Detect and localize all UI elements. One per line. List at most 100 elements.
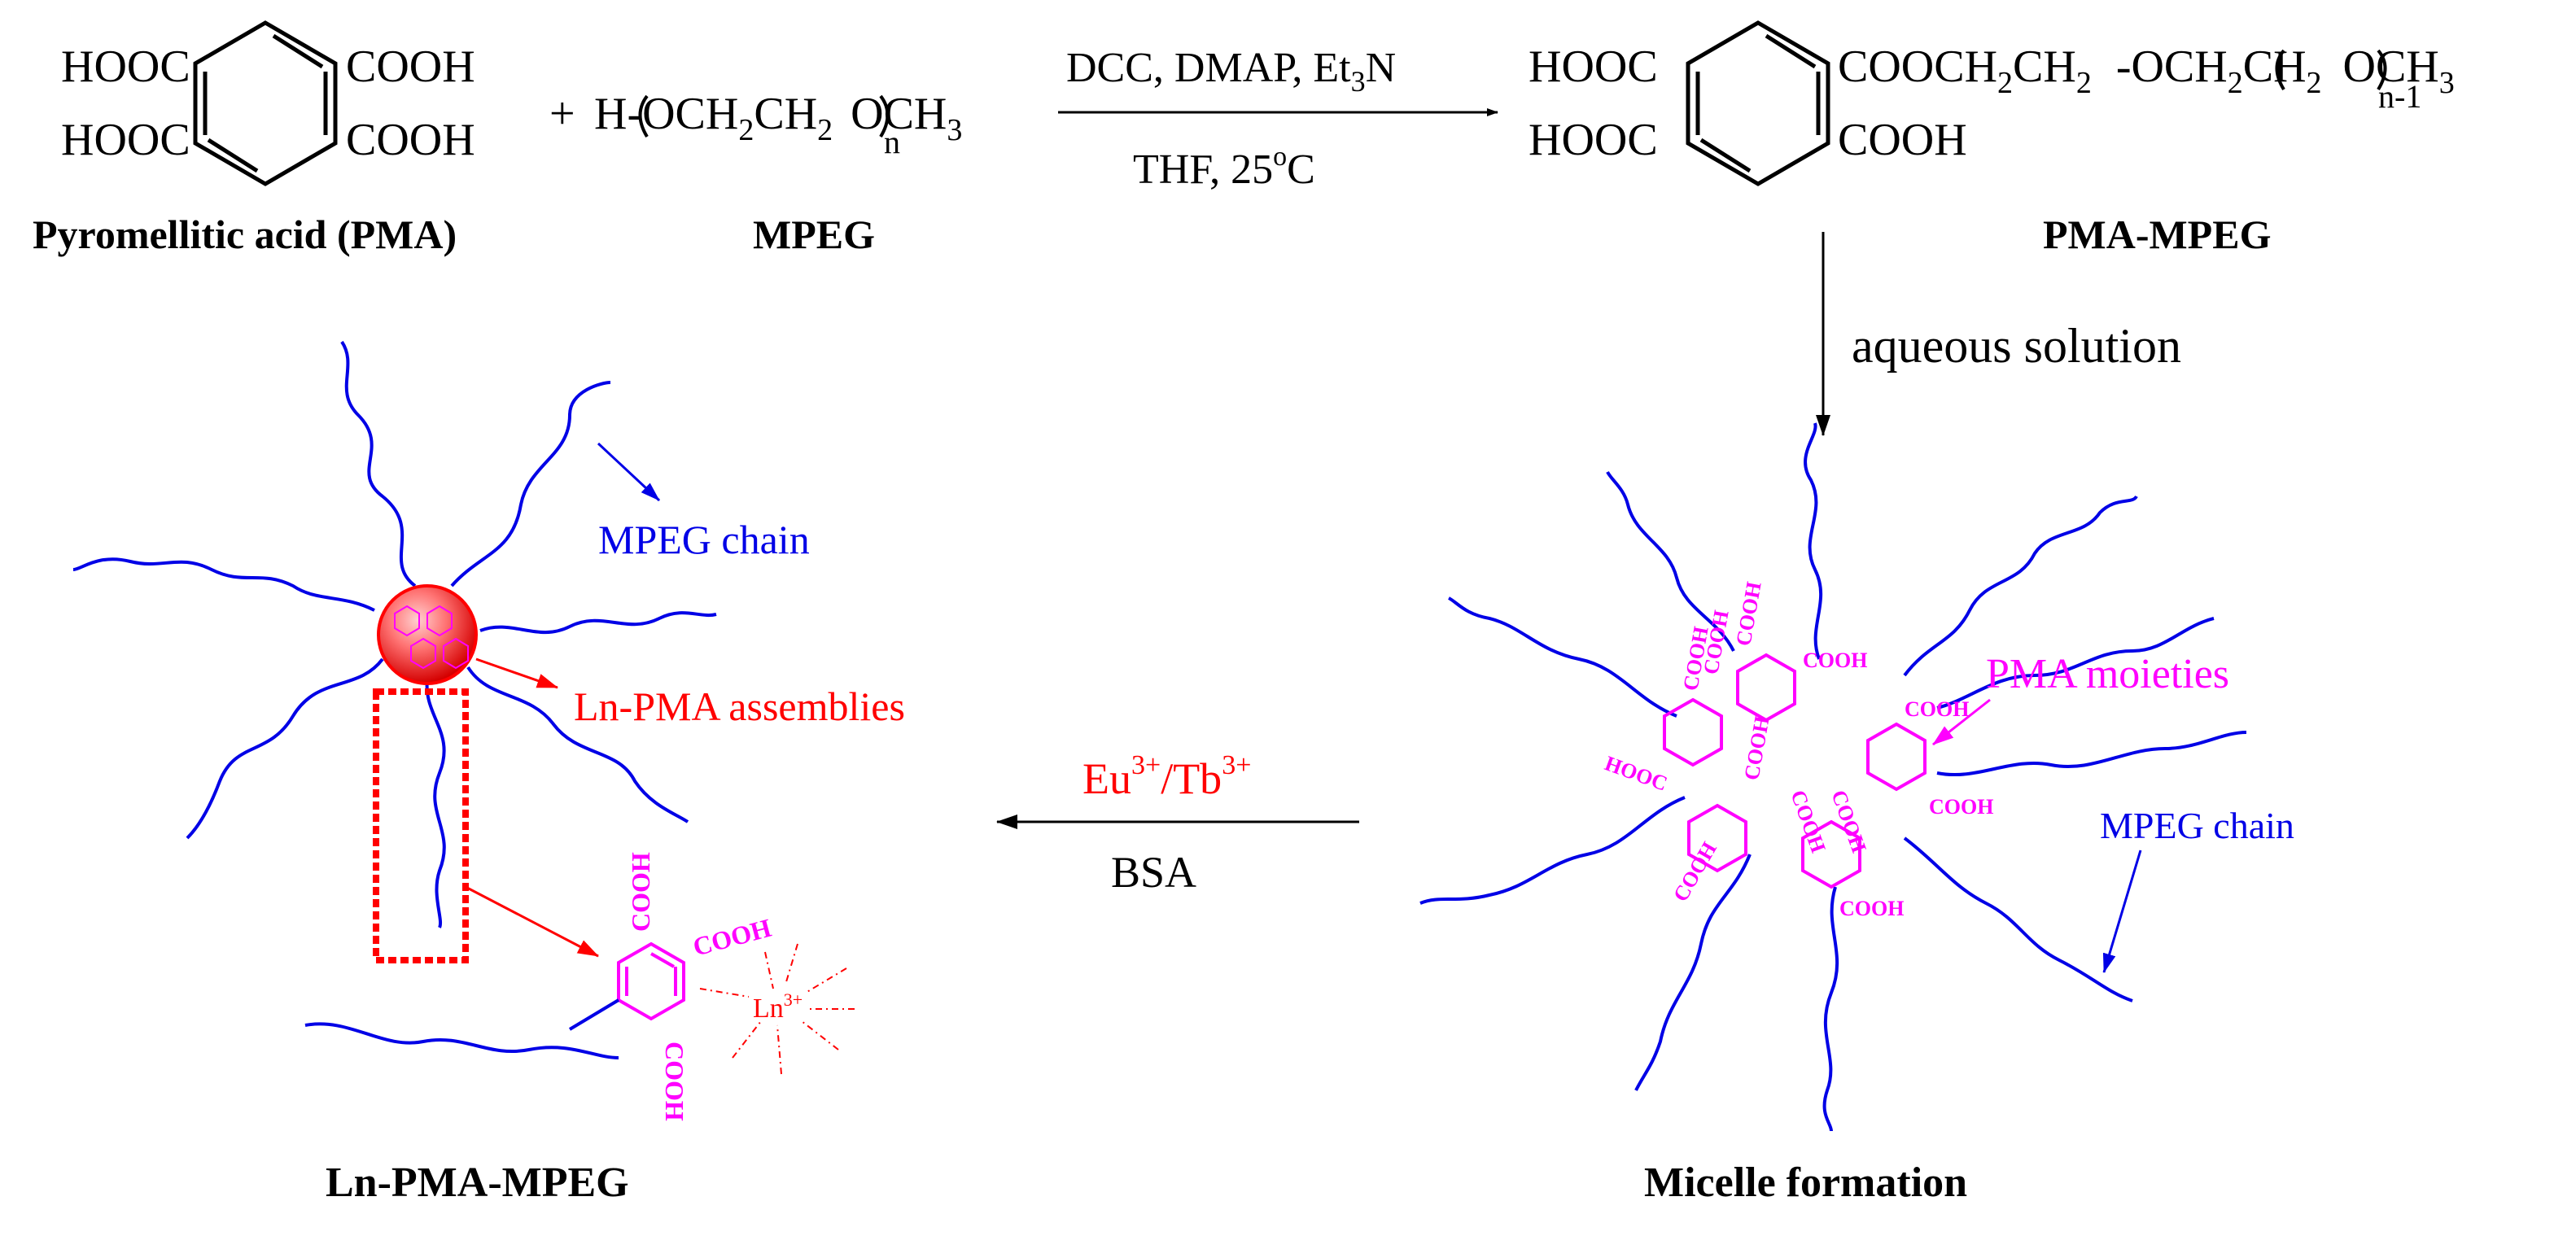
- pma-group-tl: HOOC: [61, 41, 190, 92]
- ln-chains: [72, 340, 717, 1059]
- micelle-cooh: COOH: [1803, 649, 1867, 672]
- reaction-arrow-1: DCC, DMAP, Et3N THF, 25oC: [1058, 45, 1498, 193]
- micelle: COOH COOH COOH COOH COOH COOH COOH COOH …: [1419, 422, 2294, 1206]
- pma-group-tr: COOH: [346, 41, 475, 92]
- pma-group-br: COOH: [346, 115, 475, 165]
- reaction1-conditions-bottom: THF, 25oC: [1133, 142, 1315, 193]
- micelle-chain: [1804, 422, 1823, 660]
- pma-benzene-ring: [193, 20, 338, 186]
- product-group-br: COOH: [1838, 115, 1967, 165]
- sphere-ring: [410, 637, 436, 670]
- micelle-cooh: COOH: [1929, 795, 1993, 819]
- mpeg-n: n: [884, 124, 900, 160]
- micelle-cooh-labels: COOH COOH COOH COOH COOH COOH COOH COOH …: [1602, 580, 1994, 920]
- ln-chain: [466, 666, 689, 823]
- ln-assembly-label: Ln-PMA assemblies: [574, 684, 905, 729]
- micelle-chain: [1606, 470, 1735, 652]
- ln-pma-sphere: [377, 584, 478, 685]
- micelle-chain: [1447, 596, 1677, 718]
- micelle-cooh: COOH: [1905, 697, 1969, 721]
- zoom-cooh-right: COOH: [689, 913, 774, 962]
- micelle-chains: [1419, 422, 2247, 1132]
- aqueous-label: aqueous solution: [1852, 319, 2181, 373]
- product-subscript: n-1: [2378, 78, 2421, 115]
- pma-name: Pyromellitic acid (PMA): [33, 212, 457, 257]
- mpeg-h: H: [594, 89, 627, 139]
- micelle-chain-label: MPEG chain: [2100, 805, 2294, 846]
- ln-chain: [304, 1022, 619, 1059]
- ln-chain: [450, 381, 611, 587]
- product-name: PMA-MPEG: [2043, 212, 2271, 257]
- aqueous-arrow: aqueous solution: [1816, 232, 2181, 436]
- mpeg-paren-left: [638, 94, 649, 138]
- ln-chain: [186, 657, 384, 840]
- coordination-lines: [699, 943, 855, 1075]
- ln-chain: [72, 557, 375, 612]
- ln-ion: Ln3+: [753, 989, 803, 1024]
- reaction2-conditions-bottom: BSA: [1111, 848, 1196, 897]
- ln-assembly-arrow: [475, 657, 558, 689]
- ln-chain: [425, 679, 446, 928]
- mpeg-paren-right: [879, 94, 890, 138]
- pma-moieties-label: PMA moieties: [1986, 651, 2229, 697]
- micelle-chain: [1822, 886, 1839, 1132]
- micelle-ring: [1687, 803, 1747, 873]
- micelle-cooh: COOH: [1786, 787, 1830, 856]
- micelle-hooc: HOOC: [1602, 751, 1671, 795]
- plus-sign: +: [549, 89, 575, 139]
- ln-product-name: Ln-PMA-MPEG: [326, 1160, 629, 1206]
- micelle-cooh: COOH: [1668, 838, 1721, 906]
- reaction1-conditions-top: DCC, DMAP, Et3N: [1066, 45, 1396, 98]
- product-paren-left: [2275, 49, 2285, 91]
- micelle-pma-rings: [1663, 653, 1927, 889]
- micelle-chain: [1419, 796, 1686, 905]
- micelle-ring: [1736, 653, 1796, 723]
- highlight-box: [373, 688, 469, 963]
- micelle-cooh: COOH: [1839, 897, 1904, 920]
- ln-chain: [340, 340, 417, 587]
- product-benzene-ring: [1686, 20, 1830, 186]
- micelle-cooh: COOH: [1739, 714, 1773, 782]
- ln-chain-label: MPEG chain: [598, 517, 810, 562]
- pma-structure: HOOC HOOC COOH COOH Pyromellitic acid (P…: [33, 20, 475, 257]
- product-paren-right: [2377, 49, 2387, 91]
- reaction-arrow-2: Eu3+/Tb3+ BSA: [996, 750, 1359, 897]
- micelle-ring: [1663, 697, 1723, 767]
- zoom-arrow: [465, 885, 599, 958]
- sphere-rings: [394, 605, 469, 670]
- pma-moieties-arrow: [1932, 698, 1991, 746]
- sphere-ring: [443, 637, 469, 670]
- micelle-chain: [1903, 495, 2138, 677]
- zoom-benzene-ring: [617, 941, 685, 1021]
- zoom-cooh-top: COOH: [626, 852, 655, 932]
- micelle-ring: [1801, 819, 1861, 889]
- micelle-chain: [1936, 731, 2247, 777]
- reaction2-conditions-top: Eu3+/Tb3+: [1082, 750, 1251, 803]
- zoom-chain-link: [568, 998, 620, 1031]
- ln-pma-mpeg: MPEG chain Ln-PMA assemblies COOH COOH C…: [72, 340, 905, 1206]
- mpeg-dash: -: [627, 89, 642, 139]
- micelle-chain: [1634, 854, 1752, 1091]
- micelle-chain: [1936, 617, 2215, 710]
- sphere-ring: [394, 605, 420, 637]
- product-group-bl: HOOC: [1529, 115, 1658, 165]
- micelle-chain: [1903, 836, 2133, 1002]
- mpeg-och: OCH: [642, 89, 738, 139]
- sphere-ring: [426, 605, 453, 637]
- micelle-name: Micelle formation: [1644, 1160, 1967, 1206]
- mpeg-name: MPEG: [753, 212, 875, 257]
- micelle-cooh: COOH: [1731, 580, 1765, 648]
- ln-chain-arrow: [597, 442, 661, 502]
- zoom-cooh-bottom: COOH: [660, 1042, 689, 1121]
- micelle-ring: [1866, 722, 1927, 792]
- product-group-tl: HOOC: [1529, 41, 1658, 92]
- ln-chain: [479, 611, 717, 635]
- pma-group-bl: HOOC: [61, 115, 190, 165]
- micelle-chain-arrow: [2102, 849, 2142, 973]
